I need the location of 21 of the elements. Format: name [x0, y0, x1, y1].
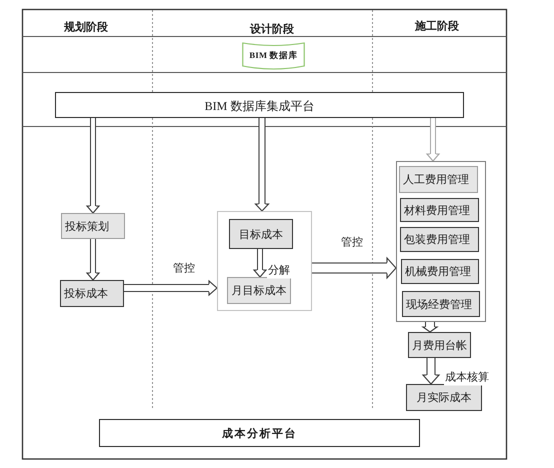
column-header: 施工阶段 [415, 19, 459, 34]
process-box: 投标成本 [60, 280, 124, 307]
process-box: 材料费用管理 [400, 198, 479, 222]
process-box: 目标成本 [229, 219, 293, 249]
process-box: 现场经费管理 [402, 291, 480, 317]
process-box: 人工费用管理 [399, 166, 478, 193]
process-box: 月实际成本 [406, 384, 482, 411]
platform-box: 成本分析平台 [99, 419, 420, 447]
edge-label: 成本核算 [444, 368, 490, 386]
process-box: 投标策划 [61, 213, 125, 239]
column-header: 设计阶段 [250, 22, 294, 36]
process-box: 月目标成本 [227, 277, 291, 304]
group-box [396, 161, 486, 322]
edge-label: 分解 [267, 262, 291, 278]
process-box: 月费用台帐 [408, 332, 471, 358]
platform-box: BIM 数据库集成平台 [55, 92, 464, 118]
process-box: 机械费用管理 [401, 259, 479, 284]
column-header: 规划阶段 [64, 20, 108, 34]
group-box [217, 211, 312, 311]
database-cylinder: BIM 数据库 [242, 40, 305, 71]
process-box: 包装费用管理 [400, 227, 479, 252]
